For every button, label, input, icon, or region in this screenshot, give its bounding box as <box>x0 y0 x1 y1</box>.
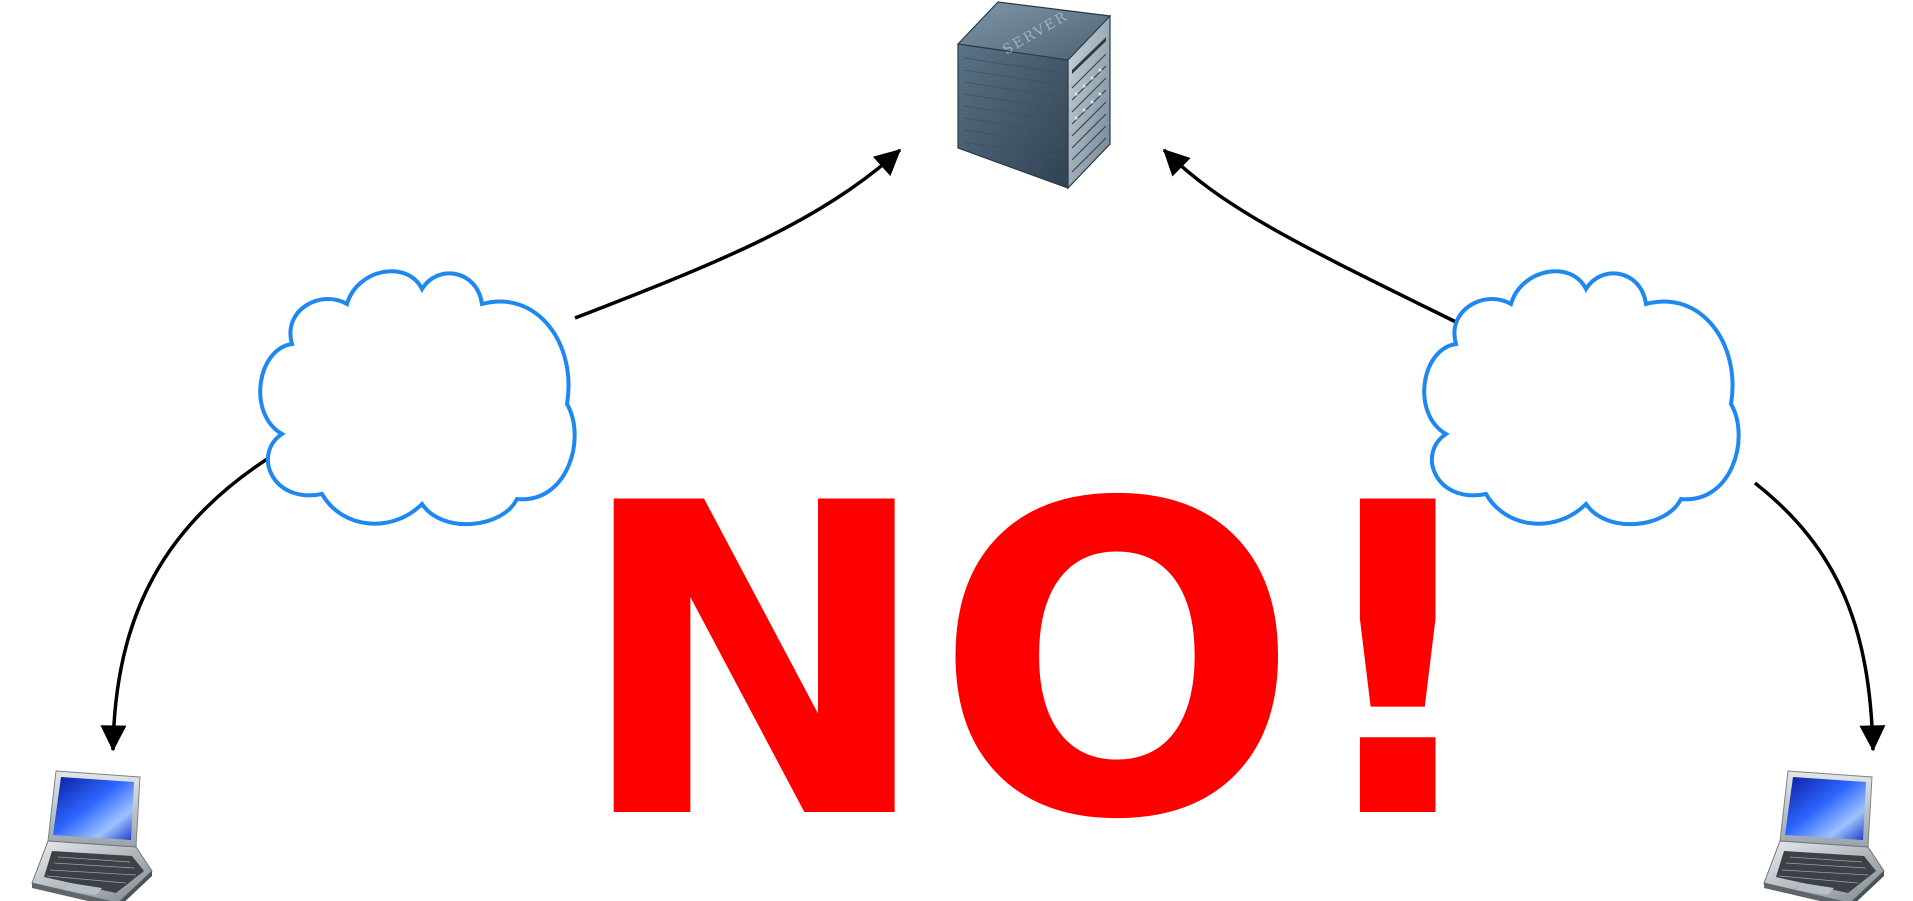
edge-left-cloud-to-server <box>574 148 902 320</box>
edge-right-cloud-to-server <box>1162 148 1463 327</box>
cloud-icon <box>1422 269 1741 526</box>
laptop-icon <box>31 770 153 901</box>
edge-right-cloud-to-laptop <box>1753 481 1886 752</box>
server-icon: SERVER <box>956 1 1112 190</box>
laptop-icon <box>1763 770 1885 901</box>
cloud-icon <box>258 269 577 526</box>
edge-left-cloud-to-laptop <box>100 443 291 752</box>
no-message: NO! <box>574 414 1496 901</box>
